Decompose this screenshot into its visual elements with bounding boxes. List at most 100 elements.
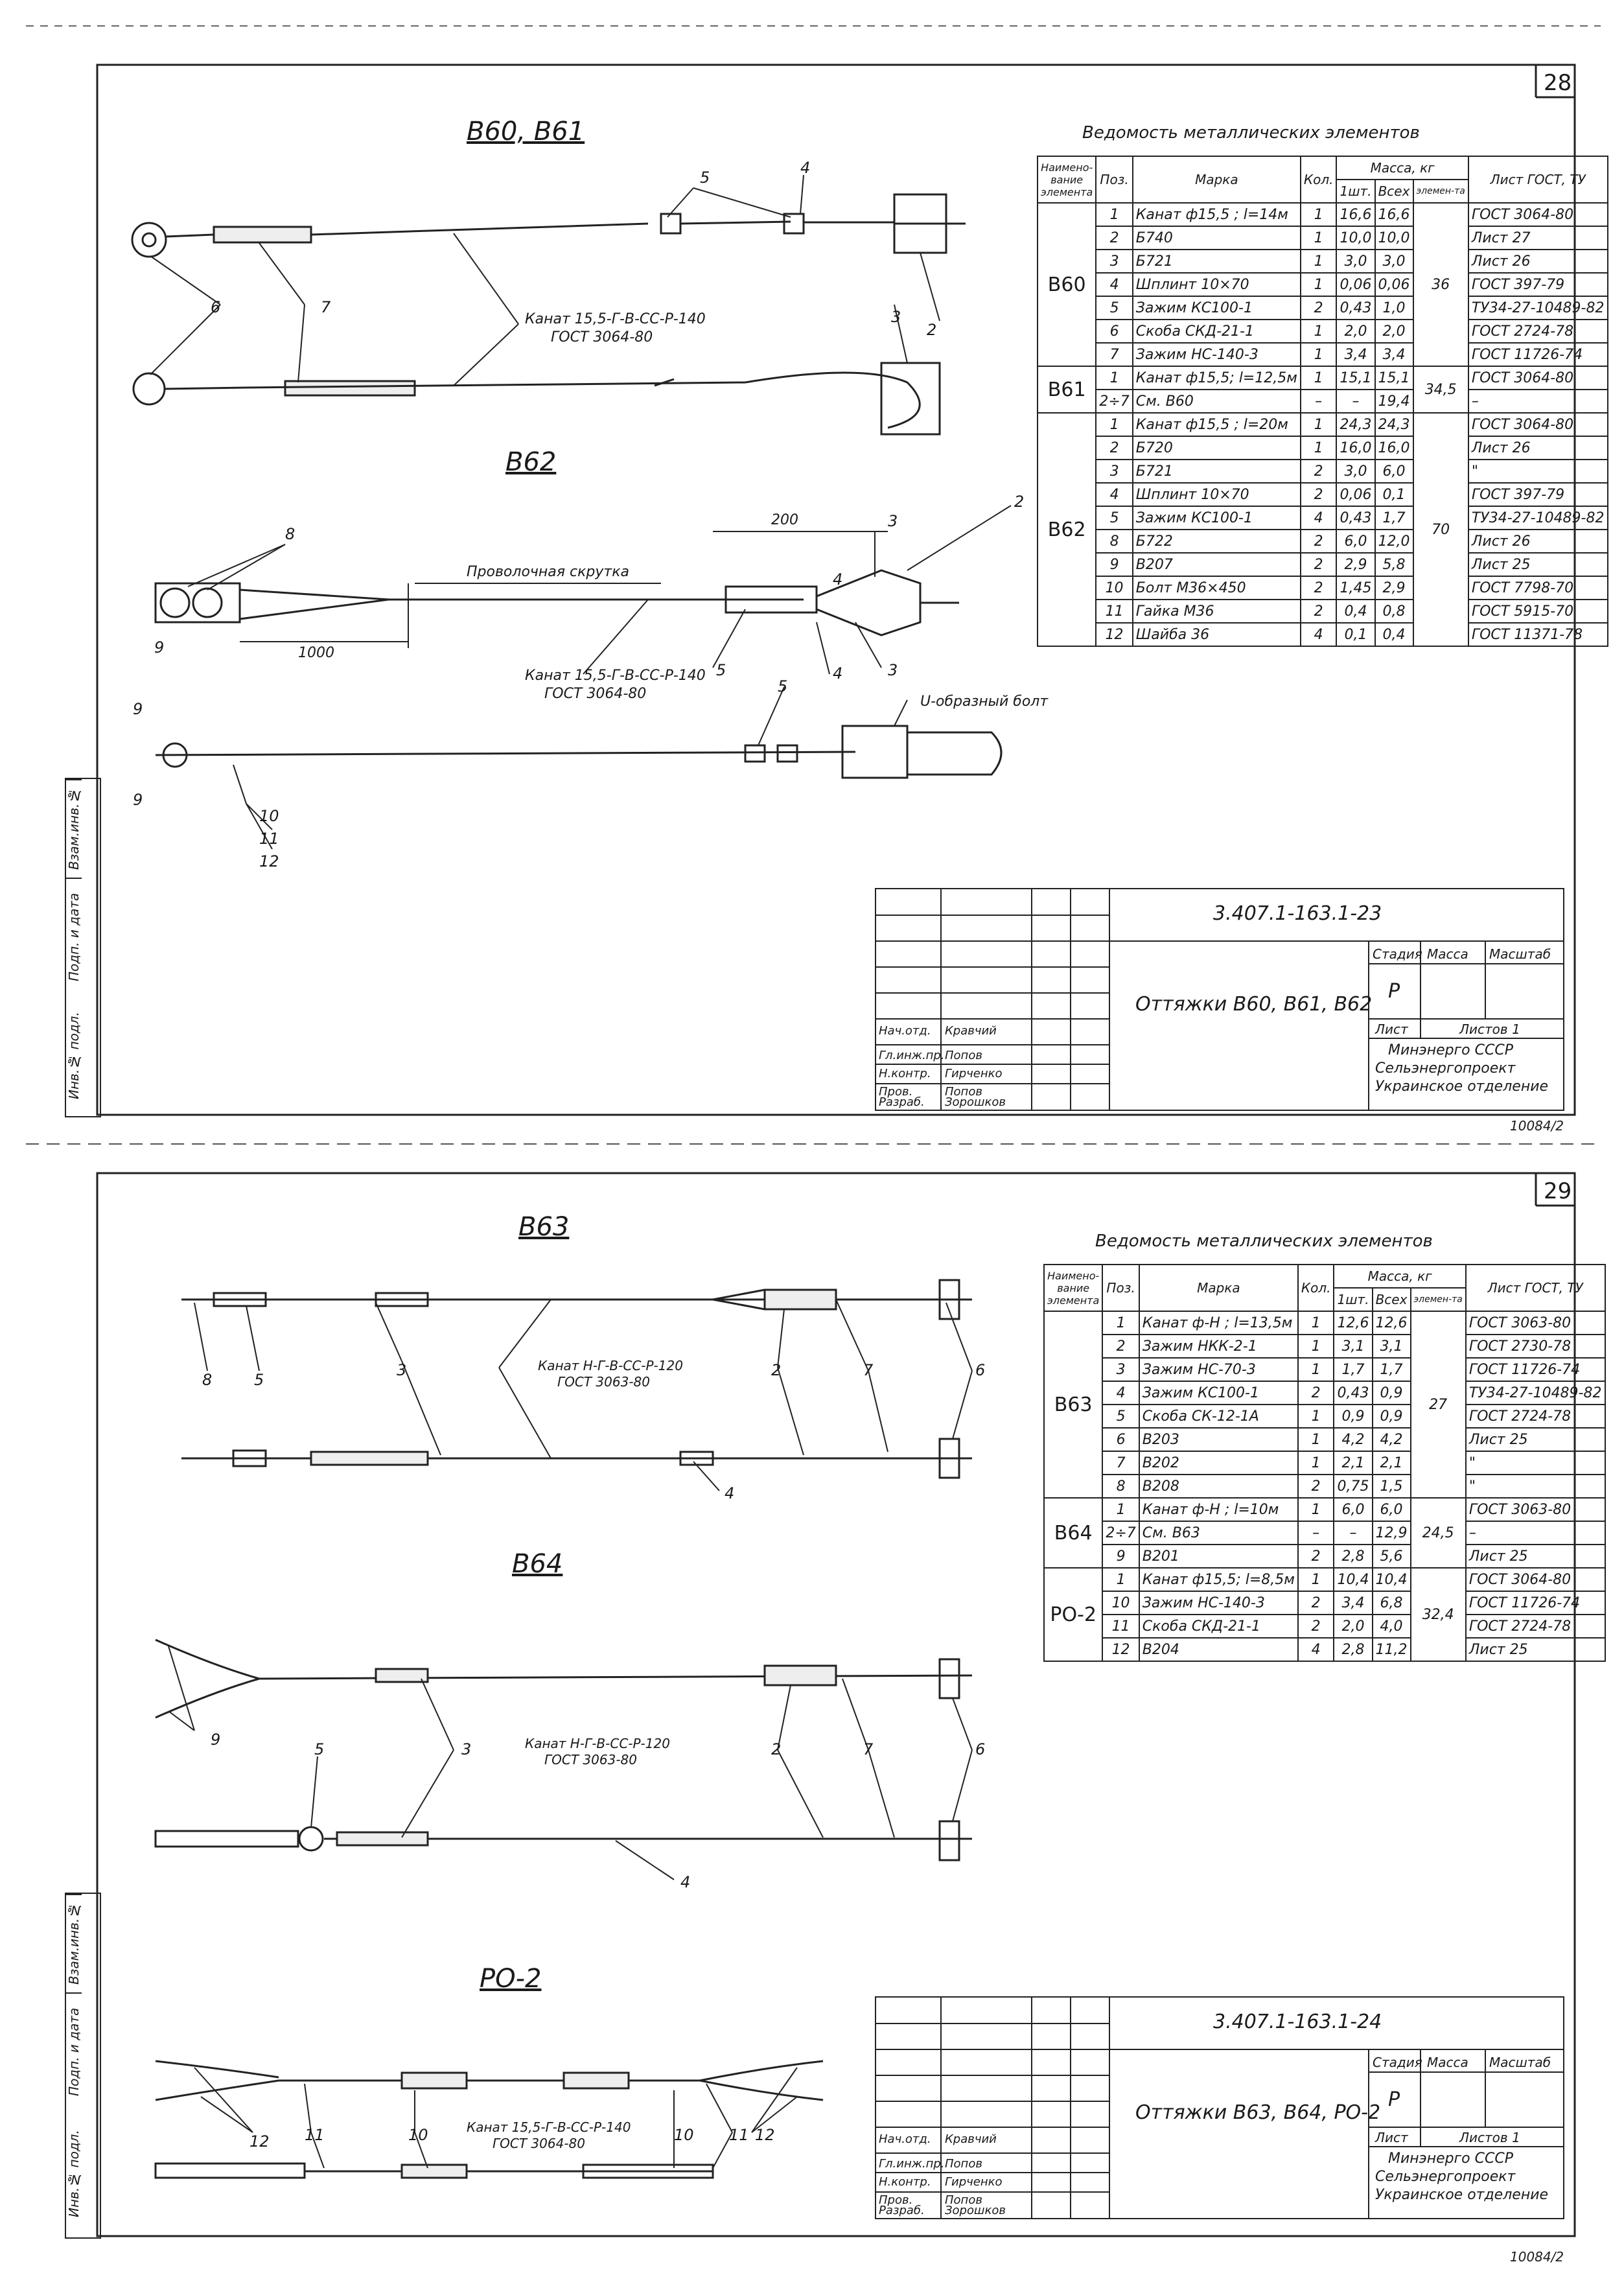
- role: Н.контр.: [879, 2175, 931, 2189]
- table-cell: 1: [1297, 1497, 1335, 1522]
- table-cell: 2: [1297, 1544, 1335, 1569]
- table-cell: 4,2: [1371, 1427, 1411, 1452]
- cable2-label: Канат 15,5-Г-В-СС-Р-140: [525, 668, 706, 684]
- table-cell: Б722: [1131, 529, 1301, 554]
- table-cell-gost: Лист 25: [1465, 1637, 1606, 1662]
- table-cell: 1: [1297, 1357, 1335, 1382]
- mass-header: Масса: [1427, 946, 1468, 962]
- table-cell: 1: [1297, 1334, 1335, 1359]
- footer-code: 10084/2: [1510, 2249, 1564, 2265]
- col-header: Поз.: [1095, 156, 1133, 204]
- table-cell: 1: [1095, 202, 1133, 227]
- sheet-29: 29 В63 В64 РО-2 Канат Н-Г-В-СС-Р-120 ГОС…: [0, 1147, 1624, 2286]
- footer-code: 10084/2: [1510, 1118, 1564, 1134]
- element-group-name: В63: [1043, 1311, 1104, 1499]
- table-cell: В202: [1138, 1451, 1299, 1475]
- table-cell-gost: ТУ34-27-10489-82: [1467, 296, 1608, 320]
- table-cell-gost: ГОСТ 3064-80: [1467, 412, 1608, 437]
- role: Нач.отд.: [879, 2132, 931, 2146]
- side-stamp: Взам.инв.№ Подп. и дата Инв.№ подл.: [65, 1893, 101, 2239]
- table-cell: 1: [1299, 436, 1338, 460]
- cable-gost-label: ГОСТ 3063-80: [557, 1374, 650, 1390]
- callout: 6: [975, 1361, 986, 1379]
- table-cell: Б721: [1131, 459, 1301, 484]
- col-header: элемен-та: [1412, 179, 1469, 204]
- sheet-28: 28 В60, В61 В62 Канат 15,5-Г-В-СС-Р-140 …: [0, 0, 1624, 1141]
- role-person: Попов: [945, 2193, 982, 2207]
- table-cell: 0,1: [1374, 482, 1414, 507]
- table-cell: 2: [1299, 459, 1338, 484]
- table-cell: 0,06: [1374, 272, 1414, 297]
- table-cell: Гайка М36: [1131, 599, 1301, 624]
- table-cell-gost: ГОСТ 2724-78: [1465, 1614, 1606, 1639]
- table-cell: 6,8: [1371, 1591, 1411, 1615]
- table-cell-gost: ": [1465, 1474, 1606, 1499]
- table-cell: 15,1: [1374, 366, 1414, 390]
- element-total-mass: 70: [1412, 412, 1469, 647]
- table-cell: 10,0: [1336, 226, 1376, 250]
- table-cell-gost: ГОСТ 2724-78: [1465, 1404, 1606, 1429]
- role: Разраб.: [879, 1095, 925, 1109]
- table-cell: 0,06: [1336, 272, 1376, 297]
- stage-value: Р: [1388, 980, 1400, 1003]
- side-stamp-field: Инв.№ подл.: [66, 2130, 82, 2218]
- table-cell-gost: ГОСТ 11726-74: [1467, 342, 1608, 367]
- sheet-28-drawing: [26, 25, 1601, 1116]
- table-cell: 8: [1095, 529, 1133, 554]
- table-cell: 0,75: [1333, 1474, 1373, 1499]
- col-header: Наимено-вание элемента: [1043, 1264, 1104, 1312]
- cable-label: Канат Н-Г-В-СС-Р-120: [525, 1736, 670, 1751]
- table-cell: Болт М36×450: [1131, 576, 1301, 600]
- table-cell: 3,1: [1333, 1334, 1373, 1359]
- table-cell: Канат ф15,5 ; l=14м: [1131, 202, 1301, 227]
- table-cell-gost: Лист 26: [1467, 529, 1608, 554]
- cable-label: Канат 15,5-Г-В-СС-Р-140: [525, 311, 706, 327]
- role-person: Попов: [945, 1049, 982, 1062]
- cut-line: [26, 1143, 1594, 1145]
- col-header: Наимено-вание элемента: [1036, 156, 1097, 204]
- table-cell: 3: [1102, 1357, 1140, 1382]
- table-cell: 15,1: [1336, 366, 1376, 390]
- callout: 4: [680, 1873, 691, 1891]
- scale-header: Масштаб: [1489, 2055, 1551, 2070]
- drawing-title-v60-v61: В60, В61: [467, 117, 585, 146]
- table-cell: 10: [1102, 1591, 1140, 1615]
- table-cell: Канат ф15,5; l=8,5м: [1138, 1567, 1299, 1592]
- sheet-header: Лист: [1375, 2130, 1408, 2145]
- callout: 5: [700, 169, 710, 187]
- table-cell-gost: ГОСТ 3064-80: [1467, 366, 1608, 390]
- callout: 9: [133, 791, 143, 809]
- table-cell: 12,0: [1374, 529, 1414, 554]
- element-group-name: В62: [1036, 412, 1097, 647]
- u-bolt-label: U-образный болт: [920, 694, 1049, 710]
- table-cell: 11: [1095, 599, 1133, 624]
- table-cell: 24,3: [1336, 412, 1376, 437]
- table-cell: 4: [1299, 622, 1338, 647]
- table-cell: 5: [1095, 296, 1133, 320]
- callout: 6: [211, 298, 221, 316]
- elements-table: Наимено-вание элемента Поз. Марка Кол. М…: [1036, 156, 1608, 647]
- table-cell: 2÷7: [1102, 1521, 1140, 1545]
- table-cell-gost: Лист 25: [1465, 1544, 1606, 1569]
- table-cell: 2: [1299, 552, 1338, 577]
- table-cell: Б740: [1131, 226, 1301, 250]
- side-stamp-field: Взам.инв.№: [66, 779, 82, 878]
- table-cell-gost: Лист 25: [1467, 552, 1608, 577]
- callout: 3: [891, 308, 901, 326]
- table-cell: В208: [1138, 1474, 1299, 1499]
- callout: 6: [975, 1740, 986, 1758]
- callout: 8: [285, 525, 296, 543]
- callout: 5: [778, 677, 788, 695]
- table-cell: 3,0: [1336, 249, 1376, 274]
- table-cell-gost: ТУ34-27-10489-82: [1465, 1381, 1606, 1405]
- table-cell-gost: Лист 26: [1467, 249, 1608, 274]
